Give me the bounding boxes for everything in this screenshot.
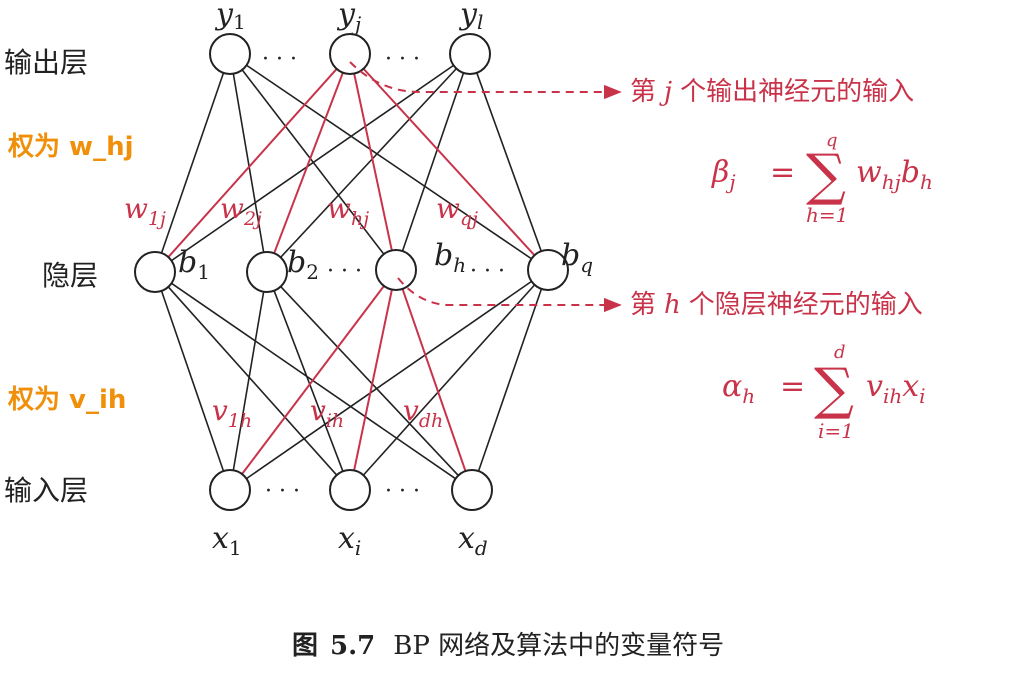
weight-whj-label: whj bbox=[327, 192, 369, 230]
alpha-sum-symbol: ∑ bbox=[814, 357, 854, 422]
edge-xi-b1 bbox=[167, 286, 338, 476]
edge-b2-yj-highlight bbox=[273, 72, 344, 254]
edge-b1-yj-highlight bbox=[167, 68, 338, 258]
red-connections bbox=[167, 68, 536, 475]
output-node-yl-label: yl bbox=[458, 0, 483, 34]
output-ellipsis-left: · · · bbox=[262, 47, 297, 72]
neurons bbox=[134, 33, 569, 511]
alpha-lhs: αh bbox=[722, 369, 755, 408]
edge-b2-yl bbox=[280, 68, 457, 258]
neuron-xi bbox=[329, 469, 371, 511]
neuron-b2 bbox=[246, 251, 288, 293]
hidden-node-b2-label: b2 bbox=[287, 245, 319, 284]
input-node-xi-label: xi bbox=[338, 521, 361, 560]
edge-bh-y1 bbox=[241, 69, 385, 255]
alpha-equals: = bbox=[780, 369, 805, 404]
edge-bq-yj-highlight bbox=[362, 68, 536, 256]
edge-bh-yl bbox=[401, 72, 465, 252]
neuron-x1 bbox=[209, 469, 251, 511]
hidden-node-b1-label: b1 bbox=[178, 245, 210, 284]
hidden-layer-label: 隐层 bbox=[42, 259, 98, 292]
weight-w2j-label: w2j bbox=[220, 192, 262, 230]
alpha-sum-lower: i=1 bbox=[818, 419, 854, 443]
black-connections bbox=[160, 64, 543, 480]
output-callout-arrow bbox=[349, 61, 622, 100]
alpha-sum-upper: d bbox=[834, 342, 846, 363]
edge-x1-bh-highlight bbox=[241, 285, 385, 475]
weight-vih-annotation: 权为 v_ih bbox=[7, 385, 126, 415]
hidden-ellipsis-right: · · · bbox=[470, 259, 505, 284]
edge-x1-b1 bbox=[160, 290, 225, 472]
edge-xi-bh-highlight bbox=[353, 289, 393, 471]
hidden-node-bq-label: bq bbox=[561, 238, 593, 277]
input-node-x1-label: x1 bbox=[212, 521, 242, 560]
neuron-xd bbox=[451, 469, 493, 511]
weight-w1j-label: w1j bbox=[124, 192, 166, 230]
beta-sum-symbol: ∑ bbox=[806, 143, 846, 208]
output-ellipsis-right: · · · bbox=[385, 47, 420, 72]
edge-xd-b2 bbox=[280, 286, 459, 476]
edge-bq-yl bbox=[476, 72, 542, 252]
output-layer-label: 输出层 bbox=[4, 46, 88, 79]
beta-term: whjbh bbox=[856, 155, 933, 194]
hidden-callout-arrow bbox=[397, 277, 622, 313]
hidden-ellipsis-left: · · · bbox=[327, 259, 362, 284]
edge-x1-b2 bbox=[232, 291, 265, 471]
beta-lhs: βj bbox=[711, 155, 736, 194]
neuron-bq bbox=[527, 249, 569, 291]
weight-whj-annotation: 权为 w_hj bbox=[7, 132, 134, 162]
weight-wqj-label: wqj bbox=[436, 192, 478, 230]
beta-sum-upper: q bbox=[826, 130, 838, 151]
hidden-node-bh-label: bh bbox=[434, 238, 466, 277]
edge-x1-bq bbox=[245, 280, 533, 480]
edge-xd-bh-highlight bbox=[401, 288, 467, 472]
edge-xi-bq bbox=[362, 284, 536, 476]
alpha-term: vihxi bbox=[866, 369, 926, 408]
weight-vih-label: vih bbox=[310, 394, 344, 432]
beta-equals: = bbox=[770, 155, 795, 190]
input-ellipsis-right: · · · bbox=[385, 479, 420, 504]
edge-b1-yl bbox=[170, 64, 455, 262]
neuron-y1 bbox=[209, 33, 251, 75]
edge-b2-y1 bbox=[232, 73, 265, 253]
weight-vdh-label: vdh bbox=[403, 394, 443, 432]
edge-xi-b2 bbox=[273, 290, 344, 472]
neuron-yl bbox=[449, 33, 491, 75]
output-node-yj-label: yj bbox=[336, 0, 361, 36]
edge-bh-yj-highlight bbox=[353, 73, 393, 251]
input-node-xd-label: xd bbox=[458, 521, 488, 560]
beta-sum-lower: h=1 bbox=[806, 203, 848, 227]
neuron-yj bbox=[329, 33, 371, 75]
output-node-y1-label: y1 bbox=[214, 0, 246, 34]
weight-v1h-label: v1h bbox=[212, 394, 252, 432]
beta-formula: βj = q ∑ h=1 whjbh bbox=[711, 130, 933, 227]
neuron-b1 bbox=[134, 251, 176, 293]
edge-xd-b1 bbox=[171, 282, 456, 480]
edge-b1-y1 bbox=[160, 72, 225, 254]
edge-bq-y1 bbox=[246, 64, 532, 260]
edge-xd-bq bbox=[477, 288, 543, 472]
input-layer-label: 输入层 bbox=[4, 474, 88, 507]
alpha-formula: αh = d ∑ i=1 vihxi bbox=[722, 342, 926, 443]
neuron-bh bbox=[375, 249, 417, 291]
input-ellipsis-left: · · · bbox=[265, 479, 300, 504]
